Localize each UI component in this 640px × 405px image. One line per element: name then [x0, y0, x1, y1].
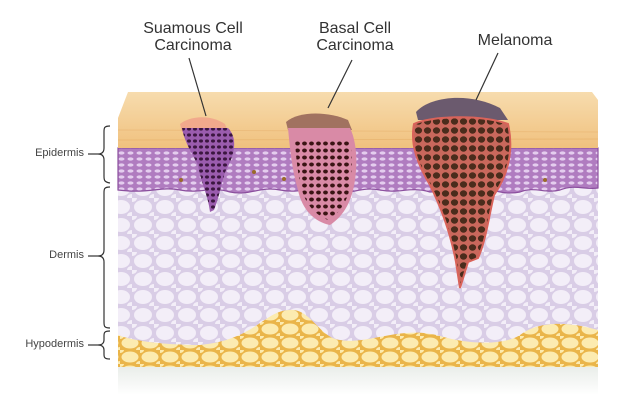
base-shadow	[118, 365, 598, 395]
pointer-lines	[188, 52, 499, 117]
dermis-layer	[118, 185, 598, 345]
label-line: Suamous Cell	[143, 20, 243, 37]
label-line: Basal Cell	[318, 20, 392, 37]
label-squamous-cell-carcinoma: Suamous Cell Carcinoma	[128, 20, 258, 54]
melanoma-tumor	[412, 97, 512, 289]
squamous-cell-tumor	[180, 117, 235, 212]
label-line: Melanoma	[477, 32, 553, 49]
basal-cell-tumor	[286, 113, 357, 225]
layer-label-epidermis: Epidermis	[35, 147, 84, 159]
layer-label-hypodermis: Hypodermis	[25, 338, 84, 350]
label-line: Carcinoma	[154, 37, 232, 54]
layer-label-dermis: Dermis	[49, 249, 84, 261]
label-melanoma: Melanoma	[465, 32, 565, 49]
epidermis-layer	[117, 147, 599, 194]
label-basal-cell-carcinoma: Basal Cell Carcinoma	[300, 20, 410, 54]
label-line: Carcinoma	[316, 37, 394, 54]
layer-brackets	[88, 125, 111, 360]
